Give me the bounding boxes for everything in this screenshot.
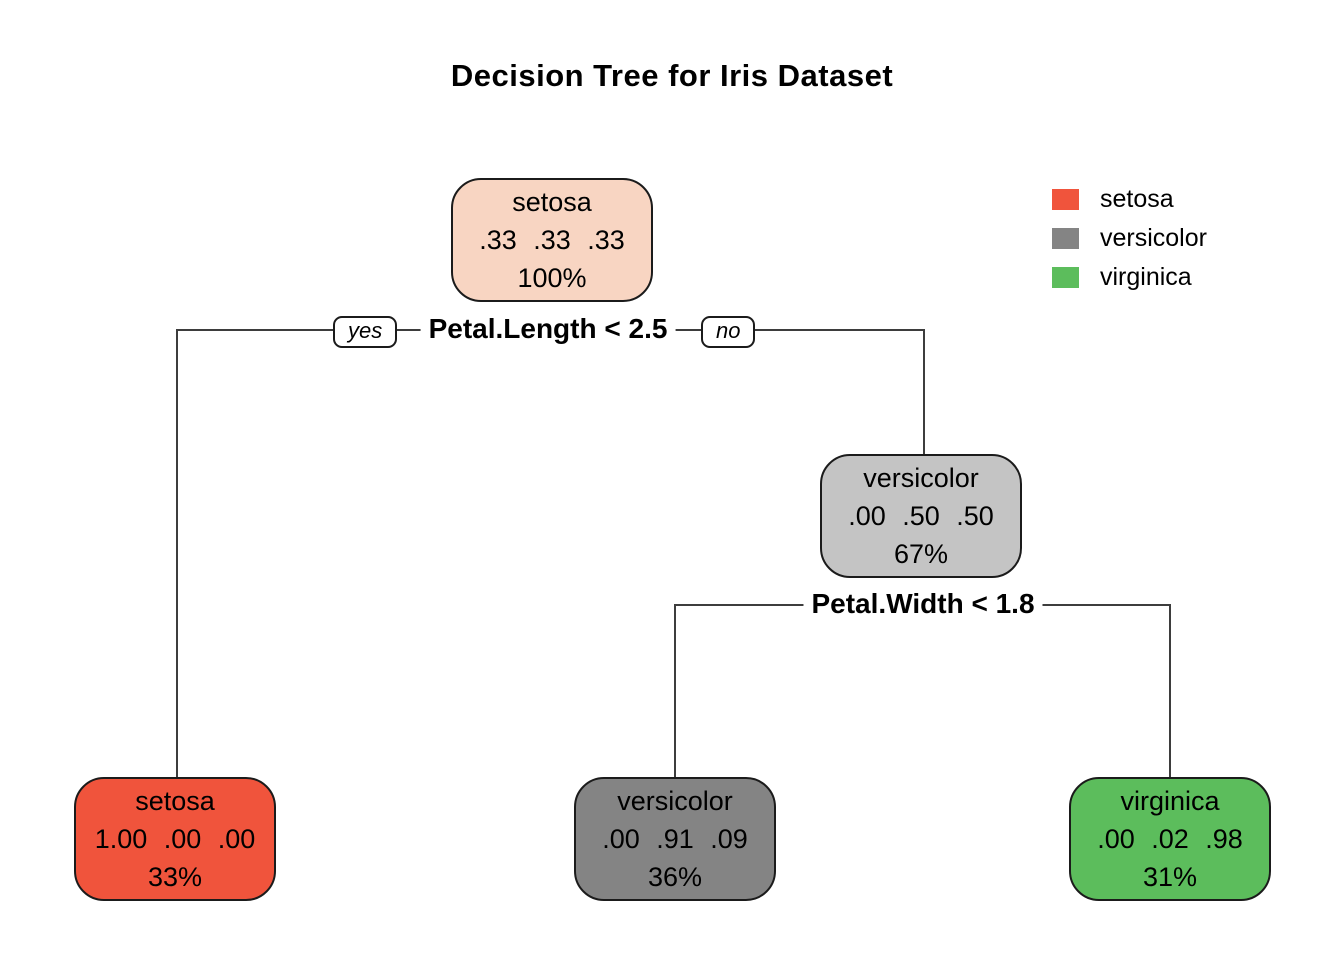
node-coverage: 67% xyxy=(893,539,949,569)
legend-item-setosa: setosa xyxy=(1052,185,1207,213)
node-class-label: setosa xyxy=(135,786,215,816)
node-class-label: setosa xyxy=(512,187,592,217)
legend-item-virginica: virginica xyxy=(1052,263,1207,291)
branch-line-to-setosa-leaf xyxy=(176,329,178,778)
tree-leaf-versicolor: versicolor .00 .91 .09 36% xyxy=(574,777,776,901)
legend-swatch-icon xyxy=(1052,189,1079,210)
node-class-label: virginica xyxy=(1120,786,1220,816)
legend-swatch-icon xyxy=(1052,228,1079,249)
branch-line-to-inner-node xyxy=(923,329,925,456)
legend: setosa versicolor virginica xyxy=(1052,185,1207,304)
node-class-label: versicolor xyxy=(617,786,733,816)
legend-item-versicolor: versicolor xyxy=(1052,224,1207,252)
node-coverage: 33% xyxy=(147,862,203,892)
split-condition-petal-length: Petal.Length < 2.5 xyxy=(420,313,676,345)
branch-line-to-versicolor-leaf xyxy=(674,604,676,778)
branch-label-yes: yes xyxy=(333,316,398,348)
node-class-label: versicolor xyxy=(863,463,979,493)
split-condition-petal-width: Petal.Width < 1.8 xyxy=(803,588,1043,620)
node-probabilities: .33 .33 .33 xyxy=(479,225,625,255)
branch-label-no: no xyxy=(701,316,756,348)
tree-node-inner: versicolor .00 .50 .50 67% xyxy=(820,454,1022,578)
chart-title: Decision Tree for Iris Dataset xyxy=(450,58,894,93)
node-probabilities: .00 .50 .50 xyxy=(848,501,994,531)
legend-label: virginica xyxy=(1100,263,1192,291)
node-coverage: 100% xyxy=(517,263,587,293)
node-probabilities: .00 .91 .09 xyxy=(602,824,748,854)
tree-leaf-setosa: setosa 1.00 .00 .00 33% xyxy=(74,777,276,901)
legend-swatch-icon xyxy=(1052,267,1079,288)
legend-label: setosa xyxy=(1100,185,1174,213)
tree-node-root: setosa .33 .33 .33 100% xyxy=(451,178,653,302)
node-probabilities: .00 .02 .98 xyxy=(1097,824,1243,854)
node-coverage: 31% xyxy=(1142,862,1198,892)
legend-label: versicolor xyxy=(1100,224,1207,252)
tree-leaf-virginica: virginica .00 .02 .98 31% xyxy=(1069,777,1271,901)
node-probabilities: 1.00 .00 .00 xyxy=(94,824,256,854)
branch-line-to-virginica-leaf xyxy=(1169,604,1171,778)
node-coverage: 36% xyxy=(647,862,703,892)
